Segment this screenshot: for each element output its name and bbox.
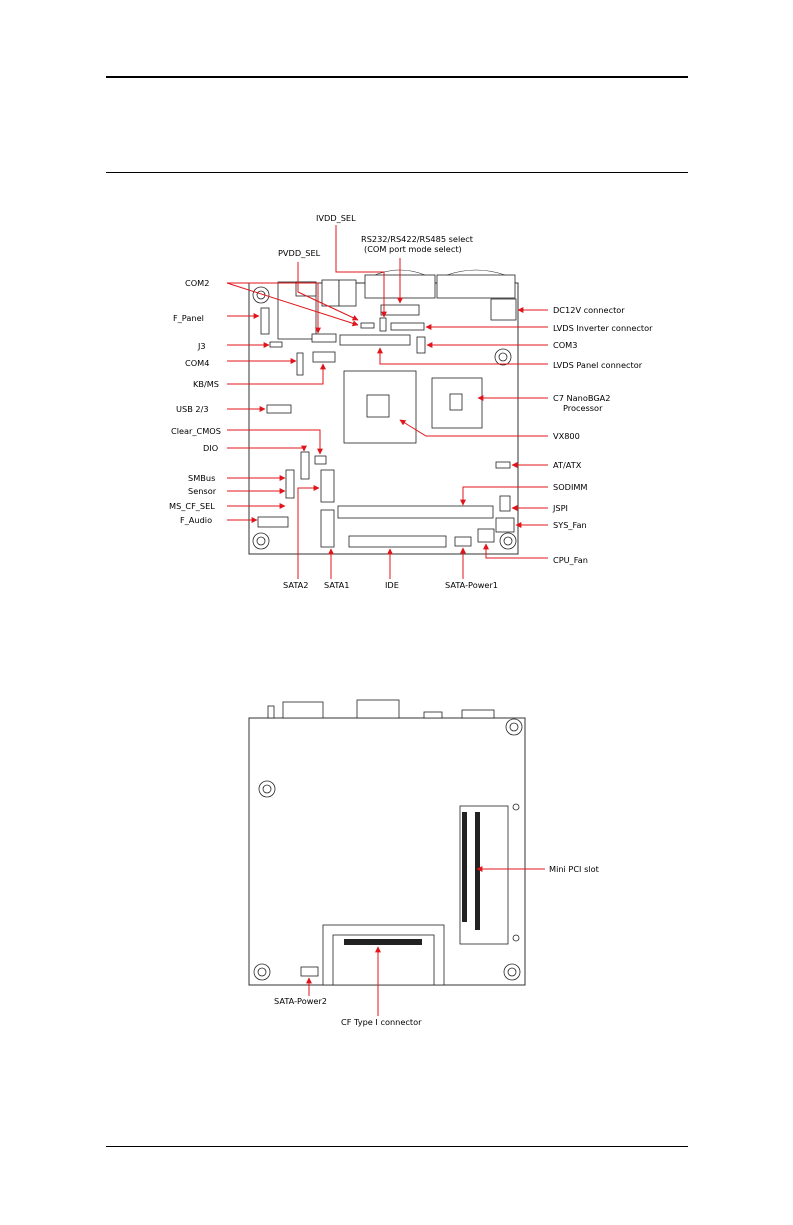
mounting-hole-inner bbox=[509, 722, 519, 732]
f-panel-header bbox=[260, 307, 270, 335]
label-lvds-inverter: LVDS Inverter connector bbox=[553, 323, 653, 333]
pvdd-sel-jumper bbox=[360, 322, 375, 329]
label-ide: IDE bbox=[385, 580, 399, 590]
usb-port-stack-1 bbox=[321, 279, 340, 307]
cf-connector-pins bbox=[344, 939, 422, 945]
label-rs232-select: RS232/RS422/RS485 select bbox=[361, 234, 474, 244]
header-rule-top bbox=[106, 76, 688, 78]
ivdd-sel-jumper bbox=[379, 317, 387, 332]
label-processor: Processor bbox=[563, 403, 603, 413]
label-c7-nano: C7 NanoBGA2 bbox=[553, 393, 611, 403]
label-cf-type1: CF Type I connector bbox=[341, 1017, 422, 1027]
label-ivdd-sel: IVDD_SEL bbox=[316, 213, 356, 223]
usb-port-stack-2 bbox=[338, 279, 357, 307]
label-ms-cf-sel: MS_CF_SEL bbox=[169, 501, 215, 511]
mini-pci-slot bbox=[459, 805, 509, 945]
label-com-port-mode: (COM port mode select) bbox=[364, 244, 462, 254]
label-sata1: SATA1 bbox=[324, 580, 350, 590]
label-sata-power2: SATA-Power2 bbox=[274, 996, 327, 1006]
dio-header bbox=[300, 451, 310, 480]
label-vx800: VX800 bbox=[553, 431, 580, 441]
label-usb23: USB 2/3 bbox=[176, 404, 209, 414]
com-mode-select-header bbox=[380, 304, 420, 316]
label-com2: COM2 bbox=[185, 278, 209, 288]
j3-header bbox=[269, 341, 283, 348]
sata2-connector bbox=[320, 469, 335, 503]
f-audio-header bbox=[257, 516, 289, 528]
label-sensor: Sensor bbox=[188, 486, 217, 496]
label-sata2: SATA2 bbox=[283, 580, 309, 590]
label-at-atx: AT/ATX bbox=[553, 460, 582, 470]
jspi-header bbox=[499, 495, 511, 512]
label-sodimm: SODIMM bbox=[553, 482, 588, 492]
smbus-sensor-header bbox=[285, 469, 295, 499]
bottom-io-connector-4 bbox=[461, 709, 495, 719]
bottom-io-connector-1 bbox=[282, 701, 324, 719]
bottom-io-pin bbox=[267, 705, 275, 719]
label-mini-pci: Mini PCI slot bbox=[549, 864, 600, 874]
sata-power1-connector bbox=[454, 536, 472, 547]
label-sys-fan: SYS_Fan bbox=[553, 520, 587, 530]
small-hole bbox=[512, 934, 520, 942]
vx800-die bbox=[366, 394, 390, 418]
bottom-io-connector-2 bbox=[356, 699, 400, 719]
label-com4: COM4 bbox=[185, 358, 209, 368]
label-cpu-fan: CPU_Fan bbox=[553, 555, 588, 565]
mounting-hole-inner bbox=[257, 967, 267, 977]
dc12v-connector bbox=[490, 298, 517, 321]
label-sata-power1: SATA-Power1 bbox=[445, 580, 498, 590]
top-arrows bbox=[226, 225, 548, 579]
mounting-hole-inner bbox=[256, 536, 266, 546]
label-com3: COM3 bbox=[553, 340, 577, 350]
top-board: COM2 F_Panel J3 COM4 KB/MS USB 2/3 Clear… bbox=[169, 213, 653, 590]
sys-fan-connector bbox=[495, 517, 515, 533]
clear-cmos-jumper bbox=[314, 455, 327, 465]
mounting-hole-inner bbox=[503, 536, 513, 546]
small-hole bbox=[512, 803, 520, 811]
label-dc12v: DC12V connector bbox=[553, 305, 625, 315]
mini-pci-contacts-1 bbox=[462, 812, 467, 922]
label-lvds-panel: LVDS Panel connector bbox=[553, 360, 643, 370]
sodimm-slot bbox=[337, 505, 494, 519]
ide-connector bbox=[348, 535, 447, 548]
label-f-audio: F_Audio bbox=[180, 515, 212, 525]
label-pvdd-sel: PVDD_SEL bbox=[278, 248, 321, 258]
label-dio: DIO bbox=[203, 443, 218, 453]
label-jspi: JSPI bbox=[552, 503, 568, 513]
header-rule-bottom bbox=[106, 172, 688, 173]
bottom-board: Mini PCI slot SATA-Power2 CF Type I conn… bbox=[248, 699, 600, 1027]
kbms-header bbox=[312, 351, 336, 363]
label-j3: J3 bbox=[197, 341, 206, 351]
label-smbus: SMBus bbox=[188, 473, 215, 483]
lvds-panel-connector bbox=[339, 334, 411, 346]
bottom-arrows bbox=[306, 866, 545, 1016]
mini-pci-contacts-2 bbox=[475, 812, 480, 930]
label-kb-ms: KB/MS bbox=[193, 379, 219, 389]
usb23-header bbox=[266, 404, 292, 414]
footer-rule bbox=[106, 1146, 688, 1147]
serial-port-connector-2 bbox=[436, 274, 516, 299]
com2-header bbox=[311, 333, 337, 343]
mounting-hole-inner bbox=[507, 967, 517, 977]
label-f-panel: F_Panel bbox=[173, 313, 204, 323]
mounting-hole-inner bbox=[262, 784, 272, 794]
label-clear-cmos: Clear_CMOS bbox=[171, 426, 221, 436]
sata1-connector bbox=[320, 509, 335, 548]
at-atx-jumper bbox=[495, 461, 511, 469]
sata-power2-connector bbox=[300, 966, 319, 977]
c7-processor-die bbox=[449, 393, 463, 411]
rear-io-block bbox=[295, 281, 317, 297]
cpu-fan-connector bbox=[477, 528, 495, 543]
bottom-io-connector-3 bbox=[423, 711, 443, 719]
mounting-hole-inner bbox=[498, 352, 508, 362]
lvds-inverter-connector bbox=[390, 322, 425, 331]
com4-header bbox=[296, 352, 304, 376]
com3-header bbox=[416, 336, 426, 354]
